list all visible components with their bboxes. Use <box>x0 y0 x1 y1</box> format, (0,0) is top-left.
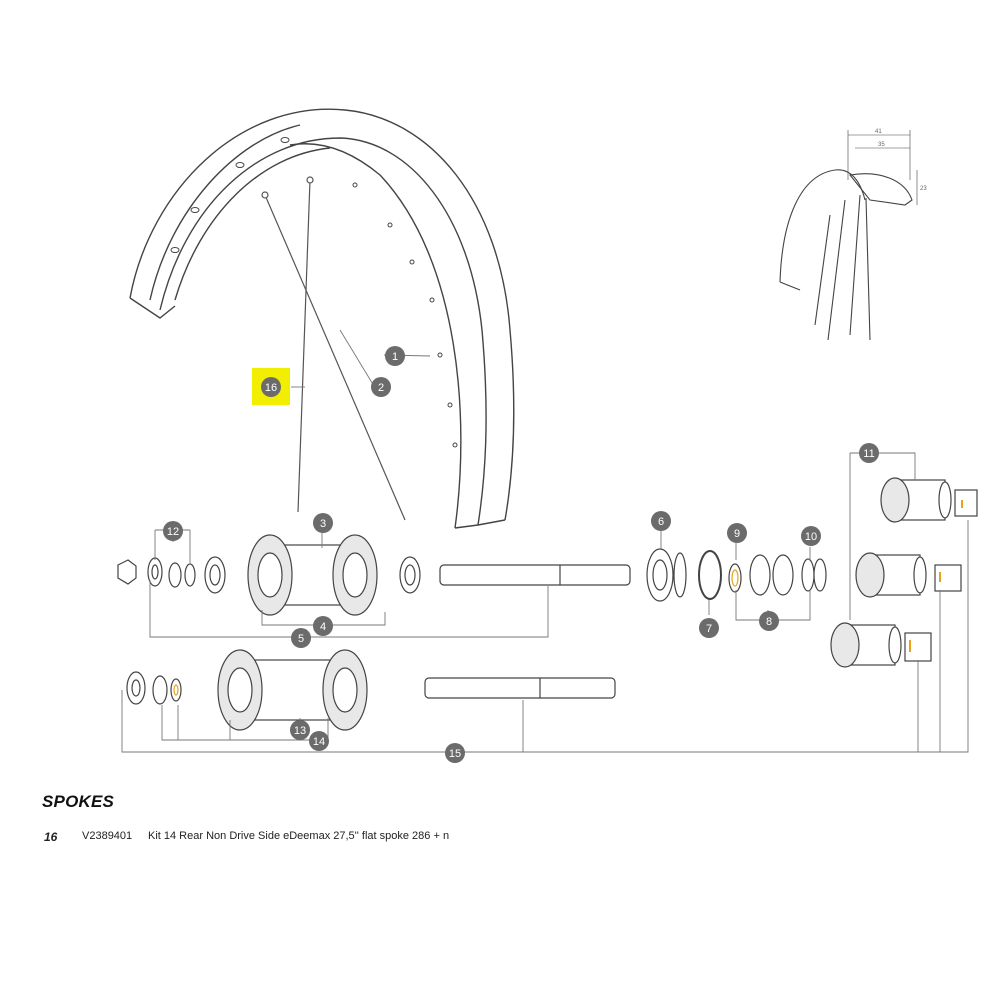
svg-text:5: 5 <box>298 633 304 645</box>
svg-text:12: 12 <box>167 526 179 538</box>
spoke-illustration <box>261 176 406 521</box>
part-number: 16 <box>44 830 58 844</box>
freehub-bodies <box>830 477 978 668</box>
callout-9[interactable]: 9 <box>727 523 747 543</box>
svg-text:13: 13 <box>294 725 306 737</box>
section-title: SPOKES <box>42 792 115 811</box>
svg-text:1: 1 <box>392 351 398 363</box>
callout-5[interactable]: 5 <box>291 628 311 648</box>
svg-text:14: 14 <box>313 736 325 748</box>
callout-8[interactable]: 8 <box>759 611 779 631</box>
rim-illustration <box>129 108 515 529</box>
svg-text:6: 6 <box>658 516 664 528</box>
callout-4[interactable]: 4 <box>313 616 333 636</box>
callout-1[interactable]: 1 <box>385 346 405 366</box>
svg-text:3: 3 <box>320 518 326 530</box>
callout-13[interactable]: 13 <box>290 720 310 740</box>
dimension-label-2: 35 <box>878 142 885 148</box>
svg-text:15: 15 <box>449 748 461 760</box>
dimension-label-3: 23 <box>920 186 927 192</box>
svg-text:11: 11 <box>863 448 874 460</box>
svg-text:7: 7 <box>706 623 712 635</box>
callout-10[interactable]: 10 <box>801 526 821 546</box>
callout-12[interactable]: 12 <box>163 521 183 541</box>
exploded-parts-diagram: 41 35 23 <box>117 108 978 763</box>
callout-2[interactable]: 2 <box>371 377 391 397</box>
callout-14[interactable]: 14 <box>309 731 329 751</box>
svg-text:10: 10 <box>805 531 817 543</box>
svg-text:9: 9 <box>734 528 740 540</box>
callout-11[interactable]: 11 <box>859 443 879 463</box>
callout-16[interactable]: 16 <box>261 377 281 397</box>
hub-assembly-lower <box>126 649 616 731</box>
part-description: Kit 14 Rear Non Drive Side eDeemax 27,5'… <box>148 830 450 842</box>
part-code: V2389401 <box>82 830 133 842</box>
svg-text:4: 4 <box>320 621 326 633</box>
part-row: 16 V2389401 Kit 14 Rear Non Drive Side e… <box>42 830 942 846</box>
spoke-nipple-detail <box>779 130 918 341</box>
hub-assembly-upper <box>117 534 631 616</box>
dimension-label-1: 41 <box>875 129 882 135</box>
leader-lines <box>121 329 969 753</box>
callout-7[interactable]: 7 <box>699 618 719 638</box>
svg-text:2: 2 <box>378 382 384 394</box>
callout-6[interactable]: 6 <box>651 511 671 531</box>
callout-3[interactable]: 3 <box>313 513 333 533</box>
svg-text:8: 8 <box>766 616 772 628</box>
callout-15[interactable]: 15 <box>445 743 465 763</box>
svg-text:16: 16 <box>265 382 277 394</box>
freehub-internals <box>646 548 827 602</box>
